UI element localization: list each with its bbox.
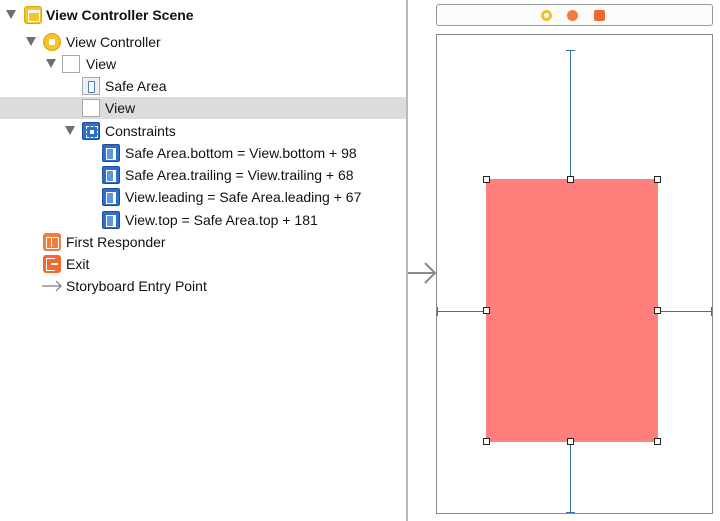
outline-label: View	[86, 56, 117, 72]
outline-label: View.top = Safe Area.top + 181	[125, 212, 318, 228]
split-divider[interactable]	[406, 0, 408, 521]
view-icon	[82, 99, 100, 117]
outline-label: Safe Area.bottom = View.bottom + 98	[125, 145, 357, 161]
first-responder-icon	[43, 233, 61, 251]
constraint-icon	[102, 166, 120, 184]
outline-row-constraint[interactable]: View.top = Safe Area.top + 181	[0, 209, 406, 231]
disclosure-triangle-icon[interactable]	[6, 10, 16, 19]
outline-label: First Responder	[66, 234, 166, 250]
scene-dock	[436, 4, 713, 26]
constraint-icon	[102, 144, 120, 162]
disclosure-triangle-icon[interactable]	[65, 126, 75, 135]
resize-handle-top-right[interactable]	[654, 176, 661, 183]
view-controller-canvas-view[interactable]	[436, 34, 713, 514]
storyboard-canvas[interactable]	[408, 0, 720, 521]
resize-handle-bottom-left[interactable]	[483, 438, 490, 445]
constraint-icon	[102, 188, 120, 206]
top-constraint-line[interactable]	[570, 50, 571, 179]
outline-row-constraints[interactable]: Constraints	[0, 120, 406, 142]
constraints-icon	[82, 122, 100, 140]
outline-label: View	[105, 100, 136, 116]
outline-row-exit[interactable]: Exit	[0, 253, 406, 275]
constraint-cap	[566, 512, 575, 513]
outline-label: View Controller	[66, 34, 161, 50]
outline-row-scene[interactable]: View Controller Scene	[0, 4, 406, 26]
trailing-constraint-line[interactable]	[658, 311, 712, 312]
outline-label: Constraints	[105, 123, 176, 139]
entry-point-arrow-icon[interactable]	[408, 258, 438, 288]
first-responder-icon[interactable]	[567, 10, 578, 21]
scene-icon	[24, 6, 42, 24]
bottom-constraint-line[interactable]	[570, 442, 571, 513]
resize-handle-top-left[interactable]	[483, 176, 490, 183]
outline-label: Safe Area	[105, 78, 167, 94]
resize-handle-right[interactable]	[654, 307, 661, 314]
document-outline: View Controller Scene View Controller Vi…	[0, 4, 406, 297]
constraint-cap	[437, 307, 438, 316]
disclosure-triangle-icon[interactable]	[26, 37, 36, 46]
exit-icon[interactable]	[594, 10, 605, 21]
outline-label: View.leading = Safe Area.leading + 67	[125, 189, 362, 205]
view-controller-icon[interactable]	[541, 10, 552, 21]
outline-label: Safe Area.trailing = View.trailing + 68	[125, 167, 354, 183]
constraint-icon	[102, 211, 120, 229]
selected-subview[interactable]	[486, 179, 658, 442]
exit-icon	[43, 255, 61, 273]
safe-area-icon	[82, 77, 100, 95]
resize-handle-left[interactable]	[483, 307, 490, 314]
view-controller-icon	[43, 33, 61, 51]
outline-label: Storyboard Entry Point	[66, 278, 207, 294]
entry-arrow-icon	[42, 280, 62, 292]
outline-row-view-controller[interactable]: View Controller	[0, 31, 406, 53]
disclosure-triangle-icon[interactable]	[46, 59, 56, 68]
leading-constraint-line[interactable]	[437, 311, 486, 312]
outline-row-safe-area[interactable]: Safe Area	[0, 75, 406, 97]
outline-row-constraint[interactable]: Safe Area.trailing = View.trailing + 68	[0, 164, 406, 186]
outline-row-constraint[interactable]: Safe Area.bottom = View.bottom + 98	[0, 142, 406, 164]
outline-row-constraint[interactable]: View.leading = Safe Area.leading + 67	[0, 186, 406, 208]
view-icon	[62, 55, 80, 73]
outline-label: Exit	[66, 256, 90, 272]
resize-handle-top[interactable]	[567, 176, 574, 183]
outline-row-view[interactable]: View	[0, 53, 406, 75]
resize-handle-bottom[interactable]	[567, 438, 574, 445]
outline-row-entry-point[interactable]: Storyboard Entry Point	[0, 275, 406, 297]
outline-row-first-responder[interactable]: First Responder	[0, 231, 406, 253]
constraint-cap	[711, 307, 712, 316]
resize-handle-bottom-right[interactable]	[654, 438, 661, 445]
outline-row-subview-selected[interactable]: View	[0, 97, 406, 119]
outline-label: View Controller Scene	[46, 7, 194, 23]
constraint-cap	[566, 50, 575, 51]
